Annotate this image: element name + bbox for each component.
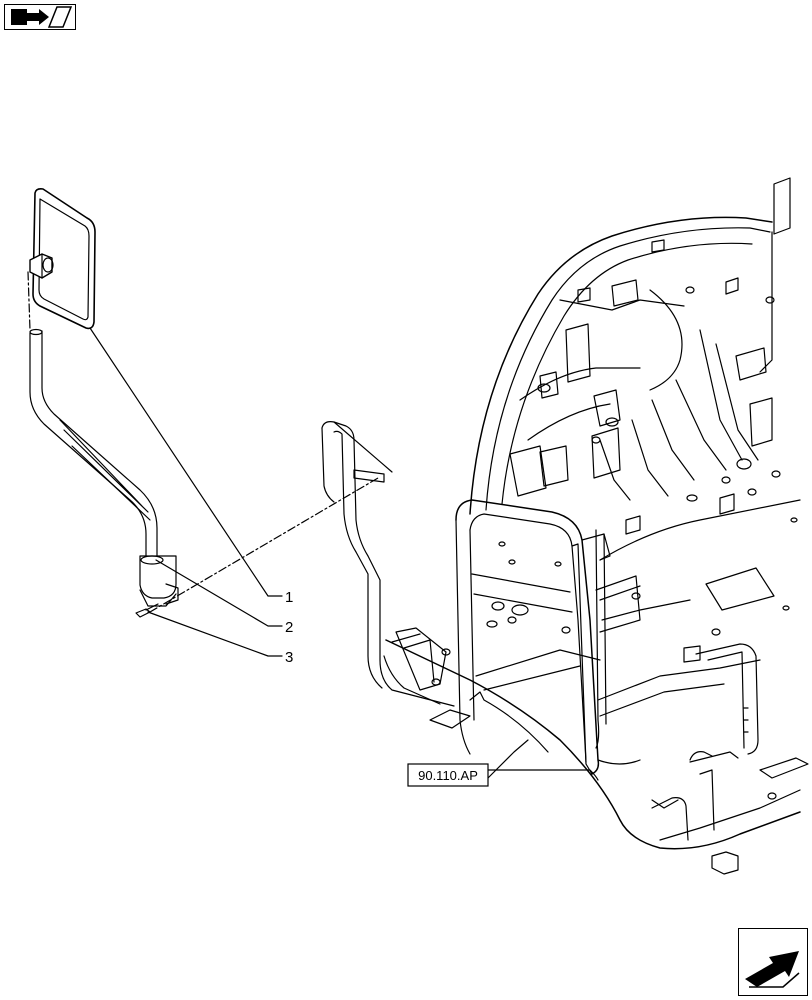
callout-3: 3	[285, 649, 293, 666]
reference-label-text: 90.110.AP	[418, 768, 478, 783]
cab-frame	[383, 177, 809, 875]
callout-2: 2	[285, 619, 293, 636]
previous-page-arrow-icon	[11, 6, 73, 28]
next-page-arrow-icon	[745, 951, 800, 988]
reference-label[interactable]: 90.110.AP	[407, 763, 489, 787]
mirror-head	[29, 188, 96, 330]
handrail	[321, 421, 455, 707]
previous-page-button[interactable]	[4, 4, 76, 30]
callout-list: 1 2 3	[285, 589, 293, 666]
next-page-button[interactable]	[738, 928, 808, 996]
mirror-arm	[29, 328, 179, 607]
callout-1: 1	[285, 589, 293, 606]
